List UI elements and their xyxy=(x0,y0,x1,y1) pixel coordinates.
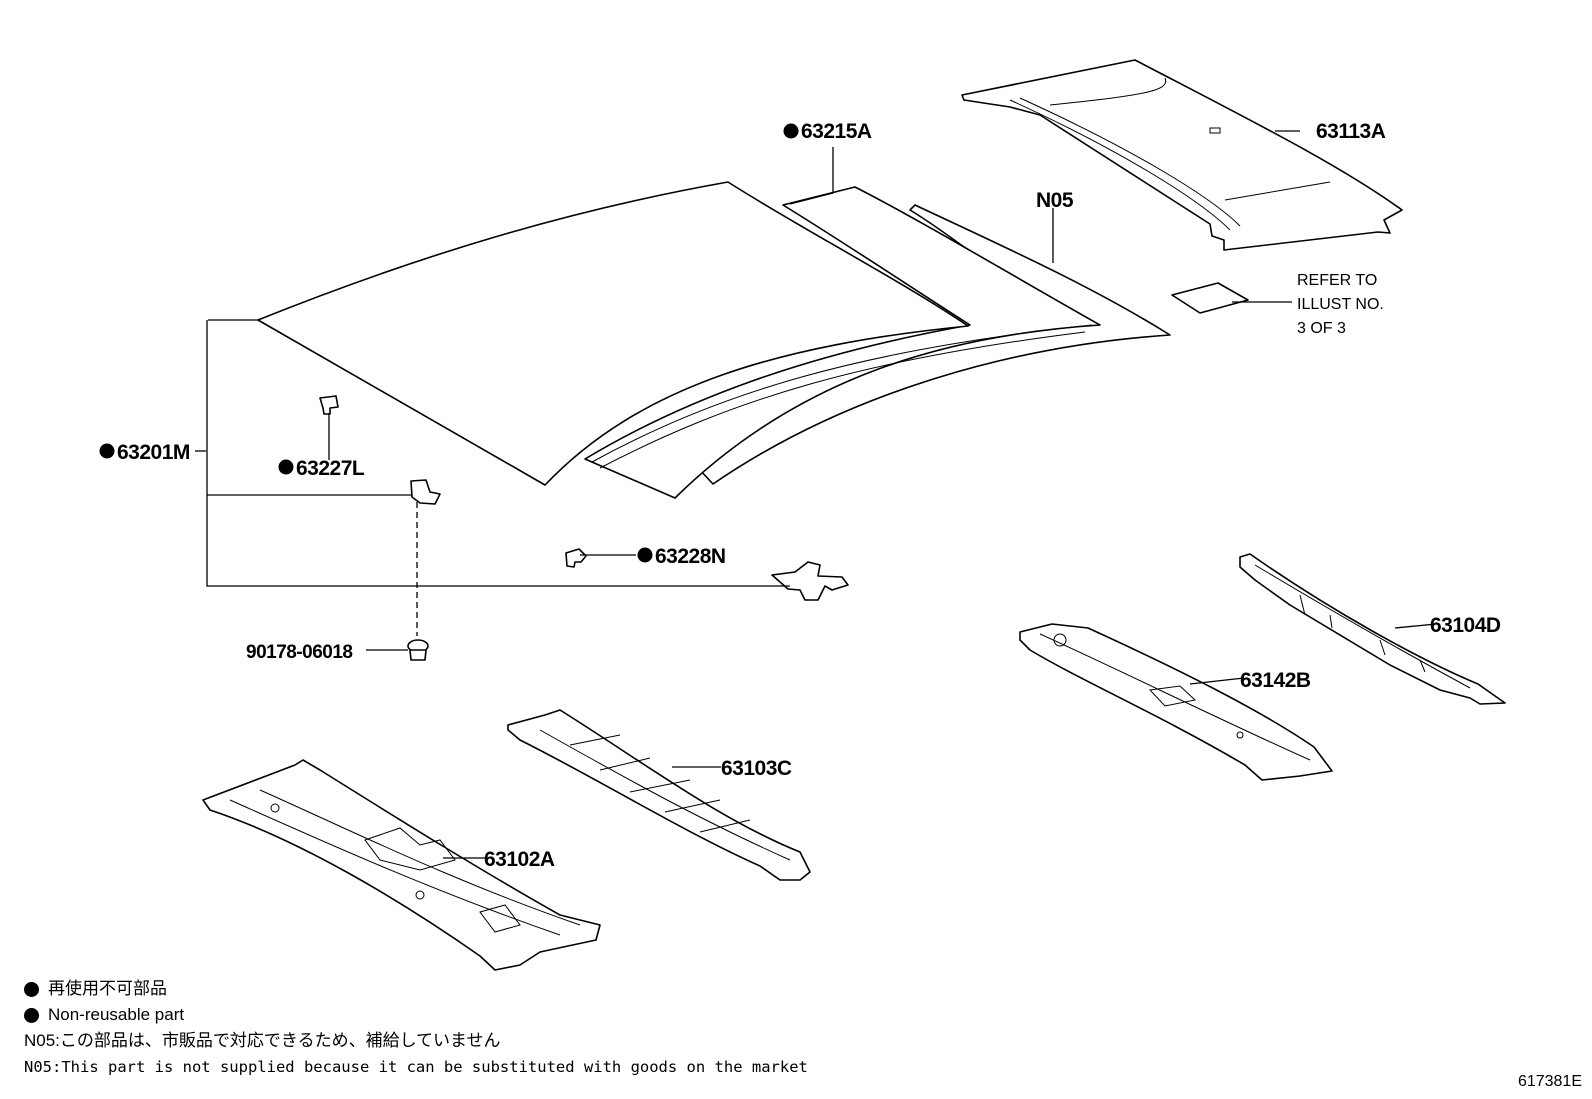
grommet-90178-06018 xyxy=(407,639,429,661)
legend: 再使用不可部品 Non-reusable part N05:この部品は、市販品で… xyxy=(24,976,808,1080)
legend-row-en-nonreusable: Non-reusable part xyxy=(24,1002,808,1028)
diagram-number: 617381E xyxy=(1517,1073,1582,1090)
legend-row-en-n05: N05:This part is not supplied because it… xyxy=(24,1054,808,1080)
label-63142b: 63142B xyxy=(1240,669,1311,692)
clip-63227l xyxy=(319,395,339,415)
label-63113a: 63113A xyxy=(1316,120,1386,143)
legend-row-jp-n05: N05:この部品は、市販品で対応できるため、補給していません xyxy=(24,1028,808,1054)
roof-panel-63201m xyxy=(257,181,969,486)
legend-jp-nonreusable-text: 再使用不可部品 xyxy=(48,979,167,998)
bracket-lower-right xyxy=(771,561,849,601)
roof-bow-63142b xyxy=(1019,623,1333,781)
non-reusable-marker-63215a xyxy=(783,123,799,139)
legend-row-jp-nonreusable: 再使用不可部品 xyxy=(24,976,808,1002)
refer-line-2: ILLUST NO. xyxy=(1297,296,1384,313)
legend-en-nonreusable-text: Non-reusable part xyxy=(48,1005,185,1024)
label-63102a: 63102A xyxy=(484,848,555,871)
label-63103c: 63103C xyxy=(721,757,792,780)
label-90178-06018: 90178-06018 xyxy=(246,642,353,663)
label-63104d: 63104D xyxy=(1430,614,1501,637)
label-63228n: 63228N xyxy=(655,545,726,568)
clip-bracket-upper xyxy=(410,479,441,505)
non-reusable-marker-63201m xyxy=(99,443,115,459)
non-reusable-icon xyxy=(24,1007,39,1023)
label-63215a: 63215A xyxy=(801,120,872,143)
non-reusable-marker-63228n xyxy=(637,547,653,563)
roof-rail-63113a xyxy=(961,59,1403,251)
non-reusable-marker-63227l xyxy=(278,459,294,475)
label-n05: N05 xyxy=(1036,189,1074,212)
roof-bow-63104d xyxy=(1239,553,1506,705)
non-reusable-icon xyxy=(24,981,39,997)
roof-bow-63103c xyxy=(507,709,811,881)
legend-en-n05-text: N05:This part is not supplied because it… xyxy=(24,1058,808,1076)
clip-63228n xyxy=(565,548,587,568)
refer-line-1: REFER TO xyxy=(1297,272,1377,289)
refer-line-3: 3 OF 3 xyxy=(1297,320,1346,337)
label-63227l: 63227L xyxy=(296,457,365,480)
roof-header-63102a xyxy=(202,759,601,971)
roof-seal-63215a xyxy=(584,186,1101,499)
legend-jp-n05-text: N05:この部品は、市販品で対応できるため、補給していません xyxy=(24,1031,501,1050)
refer-pad xyxy=(1171,282,1249,314)
label-63201m: 63201M xyxy=(117,441,190,464)
leader-lines xyxy=(195,130,1437,859)
